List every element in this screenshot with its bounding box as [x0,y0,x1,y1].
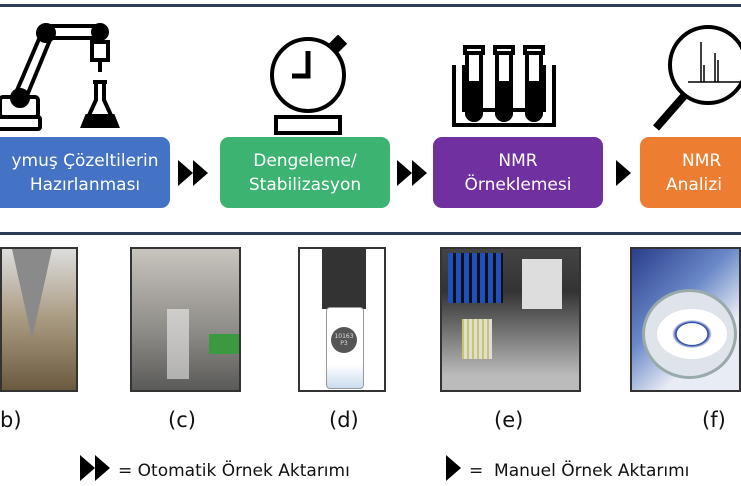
automatic-transfer-arrow-icon [178,160,208,190]
legend-automatic: = Otomatik Örnek Aktarımı [80,455,350,486]
manual-transfer-arrow-icon [616,160,631,190]
step-label-line1: ymuş Çözeltilerin [11,150,159,171]
step-nmr-analysis: NMR Analizi [640,137,741,208]
robot-arm-flask-icon [0,23,120,131]
stopwatch-icon [270,35,348,135]
legend-automatic-text: = Otomatik Örnek Aktarımı [118,460,350,481]
step-label-line1: NMR [498,150,538,171]
bottom-border [0,232,741,235]
photo-label-b: b) [0,408,22,432]
step-equilibration: Dengeleme/ Stabilizasyon [220,137,390,208]
step-label-line2: Stabilizasyon [248,174,362,195]
photo-label-f: (f) [702,408,726,432]
test-tube-rack-icon [452,45,556,127]
photo-label-e: (e) [494,408,524,432]
automatic-transfer-arrow-icon [397,160,427,190]
photo-label-d: (d) [329,408,359,432]
step-label-line1: NMR [682,150,722,171]
step-label-line2: Hazırlanması [29,174,141,195]
photo-e-nmr-tube-rack [440,247,581,392]
step-label-line2: Örneklemesi [464,174,572,195]
photo-f-nmr-autosampler [630,247,741,392]
photo-b-dispenser-vials [0,247,78,392]
photo-d-vial-gripper: 10163 P3 [298,247,386,392]
legend-manual-text: = Manuel Örnek Aktarımı [469,460,690,481]
vial-label: 10163 P3 [331,327,357,353]
legend-manual: = Manuel Örnek Aktarımı [446,455,689,486]
automatic-transfer-arrow-icon [80,455,110,486]
magnifier-spectrum-icon [652,25,741,131]
step-nmr-sampling: NMR Örneklemesi [433,137,603,208]
manual-transfer-arrow-icon [446,455,461,486]
step-label-line2: Analizi [666,174,722,195]
step-solution-preparation: ymuş Çözeltilerin Hazırlanması [0,137,170,208]
top-border [0,4,741,7]
step-label-line1: Dengeleme/ [253,150,357,171]
photo-label-c: (c) [168,408,196,432]
photo-c-vial-handling [130,247,241,392]
